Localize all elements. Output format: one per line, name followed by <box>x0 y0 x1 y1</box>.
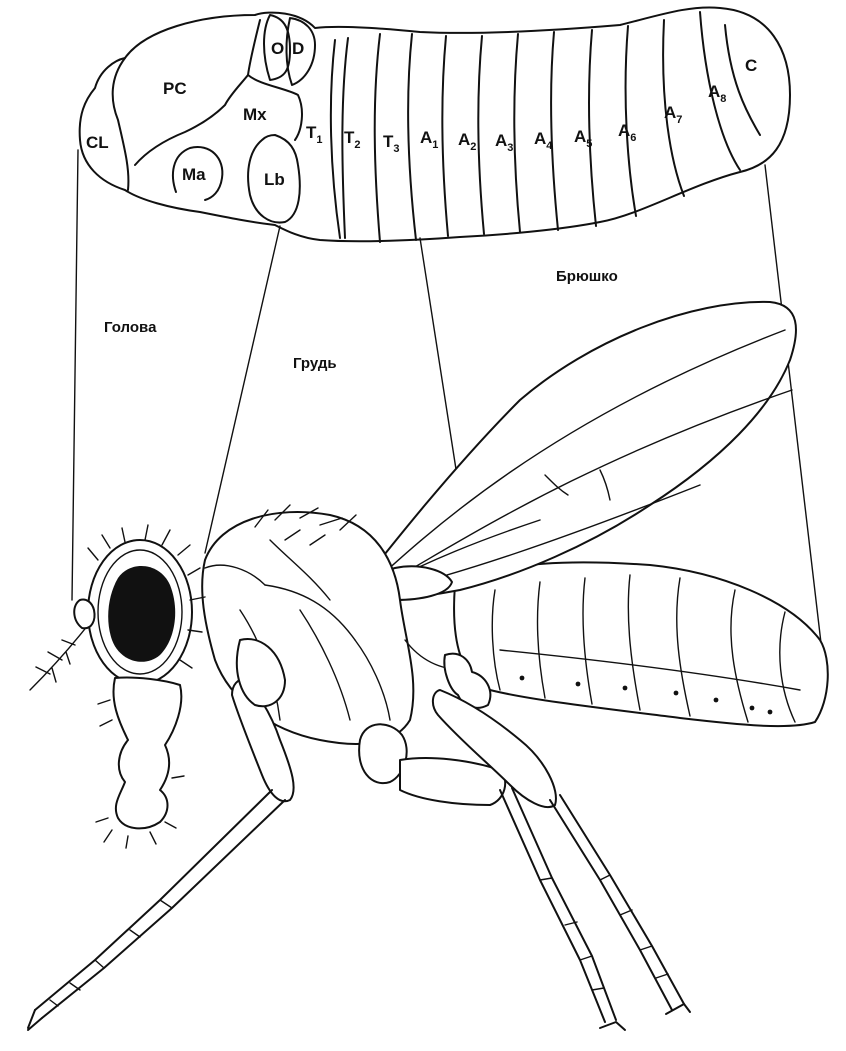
region-thorax: Грудь <box>293 355 337 372</box>
label-abdominal-5-subscript: 5 <box>586 138 592 150</box>
label-abdominal-1-subscript: 1 <box>432 139 438 151</box>
compound-eye <box>108 566 175 662</box>
label-abdominal-8: A8 <box>708 82 726 105</box>
label-lb: Lb <box>264 170 285 189</box>
label-abdominal-4: A4 <box>534 129 553 152</box>
label-abdominal-7-subscript: 7 <box>676 114 682 126</box>
label-abdominal-3-subscript: 3 <box>507 142 513 154</box>
label-thoracic-1-subscript: 1 <box>316 134 322 146</box>
fly-proboscis <box>113 677 181 828</box>
label-pc: PC <box>163 79 187 98</box>
label-o: O <box>271 39 284 58</box>
antenna-arista <box>30 620 92 690</box>
label-thoracic-3: T3 <box>383 132 400 155</box>
label-abdominal-6-subscript: 6 <box>630 132 636 144</box>
fly-wing <box>350 302 796 599</box>
adult-fly <box>28 302 828 1030</box>
fly-head <box>30 525 205 690</box>
cl-lobe <box>113 58 129 190</box>
antenna-base <box>74 599 94 628</box>
embryo <box>80 7 790 242</box>
label-c: C <box>745 56 757 75</box>
label-abdominal-2-subscript: 2 <box>470 141 476 153</box>
label-abdominal-8-subscript: 8 <box>720 93 726 105</box>
label-abdominal-2: A2 <box>458 130 476 153</box>
segment-boundaries <box>331 12 760 242</box>
label-abdominal-4-subscript: 4 <box>546 140 553 152</box>
label-cl: CL <box>86 133 109 152</box>
label-thoracic-1: T1 <box>306 123 323 146</box>
region-head: Голова <box>104 319 157 336</box>
label-ma: Ma <box>182 165 206 184</box>
fly-thorax <box>202 512 413 744</box>
label-thoracic-2-subscript: 2 <box>354 139 360 151</box>
embryo-outline <box>80 7 790 241</box>
fly-abdomen <box>454 562 828 726</box>
label-mx: Mx <box>243 105 267 124</box>
label-abdominal-1: A1 <box>420 128 438 151</box>
region-abdomen: Брюшко <box>556 268 618 285</box>
label-d: D <box>292 39 304 58</box>
pc-boundary <box>135 20 260 165</box>
label-thoracic-3-subscript: 3 <box>393 143 399 155</box>
label-thoracic-2: T2 <box>344 128 361 151</box>
label-abdominal-3: A3 <box>495 131 513 154</box>
